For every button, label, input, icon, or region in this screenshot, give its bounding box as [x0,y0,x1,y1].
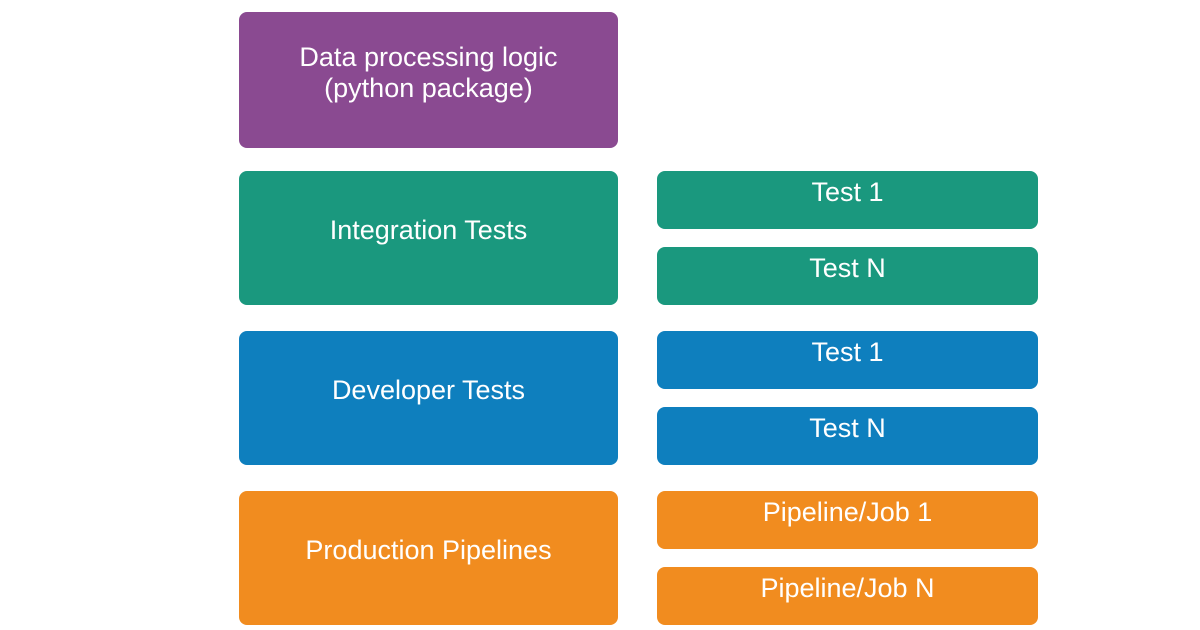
integration-test-n-box: Test N [657,247,1038,305]
integration-test-1-label: Test 1 [811,177,884,208]
developer-test-n-label: Test N [809,413,886,444]
label-line-1: Data processing logic [299,41,558,72]
data-processing-logic-box: Data processing logic (python package) [239,12,618,148]
pipeline-job-1-box: Pipeline/Job 1 [657,491,1038,549]
integration-test-1-box: Test 1 [657,171,1038,229]
integration-tests-box: Integration Tests [239,171,618,305]
integration-test-n-label: Test N [809,253,886,284]
pipeline-job-n-box: Pipeline/Job N [657,567,1038,625]
developer-test-1-box: Test 1 [657,331,1038,389]
integration-tests-label: Integration Tests [329,215,528,246]
developer-tests-box: Developer Tests [239,331,618,465]
production-pipelines-label: Production Pipelines [305,535,552,566]
label-line-2: (python package) [324,73,533,103]
developer-tests-label: Developer Tests [331,375,526,406]
developer-test-1-label: Test 1 [811,337,884,368]
data-processing-logic-label: Data processing logic (python package) [299,42,557,104]
developer-test-n-box: Test N [657,407,1038,465]
pipeline-job-1-label: Pipeline/Job 1 [762,497,933,528]
production-pipelines-box: Production Pipelines [239,491,618,625]
pipeline-job-n-label: Pipeline/Job N [760,573,935,604]
